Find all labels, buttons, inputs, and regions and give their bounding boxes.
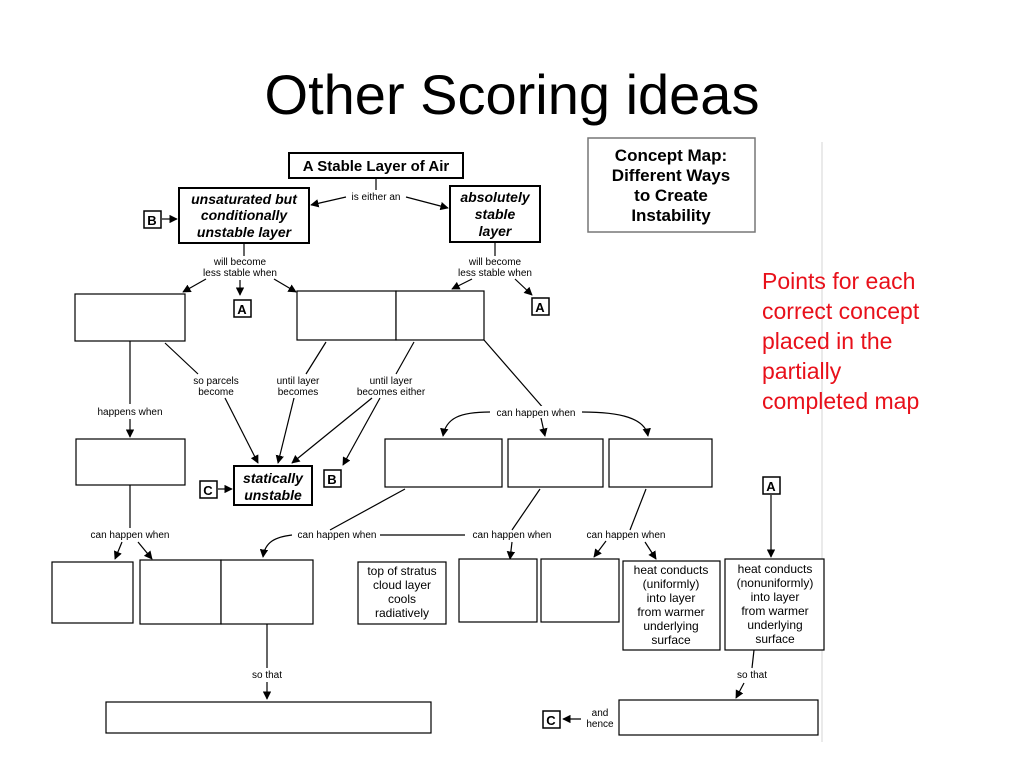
concept-statically-unstable: statically unstable [233, 465, 313, 506]
blank-concept-box[interactable] [105, 701, 432, 734]
link-and-hence: and [592, 708, 609, 719]
blank-concept-box[interactable] [220, 559, 314, 625]
link-so-that: so that [737, 670, 767, 681]
concept-unsaturated-layer: unsaturated but conditionally unstable l… [178, 187, 310, 244]
blank-concept-box[interactable] [608, 438, 713, 488]
svg-text:(nonuniformly): (nonuniformly) [737, 576, 814, 590]
svg-text:surface: surface [651, 633, 691, 647]
link-until-layer-either: until layer [370, 376, 413, 387]
svg-text:top of stratus: top of stratus [367, 564, 436, 578]
svg-text:A: A [237, 302, 247, 317]
svg-text:cools: cools [388, 592, 416, 606]
link-will-become: will become [213, 257, 267, 268]
svg-text:surface: surface [755, 632, 795, 646]
tag-b: B [143, 210, 162, 229]
svg-text:unsaturated but: unsaturated but [191, 191, 298, 207]
svg-text:heat conducts: heat conducts [738, 562, 813, 576]
svg-text:unstable layer: unstable layer [197, 224, 293, 240]
concept-stratus-cooling: top of stratus cloud layer cools radiati… [357, 561, 447, 625]
blank-concept-box[interactable] [618, 699, 819, 736]
blank-concept-box[interactable] [458, 558, 538, 623]
heading-line: Different Ways [612, 166, 730, 185]
svg-text:from warmer: from warmer [637, 605, 704, 619]
svg-text:A Stable Layer of Air: A Stable Layer of Air [303, 158, 450, 175]
tag-c: C [199, 480, 218, 499]
scoring-note-line: Points for each [762, 268, 916, 294]
svg-text:A: A [766, 479, 776, 494]
blank-concept-box[interactable] [139, 559, 222, 625]
link-until-layer: until layer [277, 376, 320, 387]
scoring-note: Points for each correct concept placed i… [762, 266, 1002, 416]
link-can-happen-when: can happen when [91, 530, 170, 541]
svg-text:B: B [147, 213, 156, 228]
concept-heat-nonuniform: heat conducts (nonuniformly) into layer … [724, 558, 825, 651]
link-will-become: will become [468, 257, 522, 268]
svg-text:underlying: underlying [643, 619, 698, 633]
svg-text:statically: statically [243, 470, 304, 486]
tag-a: A [531, 297, 550, 316]
svg-text:from warmer: from warmer [741, 604, 808, 618]
scoring-note-line: completed map [762, 388, 920, 414]
link-until-layer: becomes [278, 387, 319, 398]
link-so-that: so that [252, 670, 282, 681]
blank-concept-box[interactable] [296, 290, 397, 341]
tag-b: B [323, 469, 342, 488]
heading-line: Instability [631, 206, 711, 225]
scoring-note-line: partially [762, 358, 842, 384]
blank-concept-box[interactable] [540, 558, 620, 623]
heading-line: Concept Map: [615, 146, 727, 165]
link-and-hence: hence [586, 719, 614, 730]
tag-a: A [762, 476, 781, 495]
svg-text:(uniformly): (uniformly) [643, 577, 700, 591]
link-so-parcels: become [198, 387, 234, 398]
concept-stable-layer: A Stable Layer of Air [288, 152, 464, 179]
slide-title: Other Scoring ideas [264, 63, 760, 126]
link-is-either-an: is either an [352, 192, 401, 203]
blank-concept-box[interactable] [507, 438, 604, 488]
link-until-layer-either: becomes either [357, 387, 426, 398]
concept-heat-uniform: heat conducts (uniformly) into layer fro… [622, 560, 721, 651]
svg-text:conditionally: conditionally [201, 207, 289, 223]
tag-a: A [233, 299, 252, 318]
svg-text:cloud layer: cloud layer [373, 578, 431, 592]
svg-text:B: B [327, 472, 336, 487]
svg-text:A: A [535, 300, 545, 315]
svg-text:radiatively: radiatively [375, 606, 429, 620]
blank-concept-box[interactable] [74, 293, 186, 342]
link-can-happen-when: can happen when [298, 530, 377, 541]
concept-absolutely-stable: absolutely stable layer [449, 185, 541, 243]
link-so-parcels: so parcels [193, 376, 239, 387]
svg-text:heat conducts: heat conducts [634, 563, 709, 577]
blank-concept-box[interactable] [51, 561, 134, 624]
blank-concept-box[interactable] [75, 438, 186, 486]
link-can-happen-when: can happen when [497, 408, 576, 419]
svg-text:into layer: into layer [647, 591, 696, 605]
concept-map-heading: Concept Map: Different Ways to Create In… [587, 137, 756, 233]
scoring-note-line: placed in the [762, 328, 893, 354]
svg-text:layer: layer [479, 223, 513, 239]
link-can-happen-when: can happen when [587, 530, 666, 541]
link-happens-when: happens when [97, 407, 162, 418]
heading-line: to Create [634, 186, 708, 205]
svg-text:stable: stable [475, 206, 516, 222]
svg-text:unstable: unstable [244, 487, 302, 503]
svg-text:C: C [203, 483, 213, 498]
blank-concept-box[interactable] [384, 438, 503, 488]
blank-concept-box[interactable] [395, 290, 485, 341]
scoring-note-line: correct concept [762, 298, 920, 324]
svg-text:C: C [546, 713, 556, 728]
tag-c: C [542, 710, 561, 729]
svg-text:into layer: into layer [751, 590, 800, 604]
link-will-become: less stable when [203, 268, 277, 279]
svg-text:absolutely: absolutely [460, 189, 530, 205]
link-can-happen-when: can happen when [473, 530, 552, 541]
svg-text:underlying: underlying [747, 618, 802, 632]
link-will-become: less stable when [458, 268, 532, 279]
